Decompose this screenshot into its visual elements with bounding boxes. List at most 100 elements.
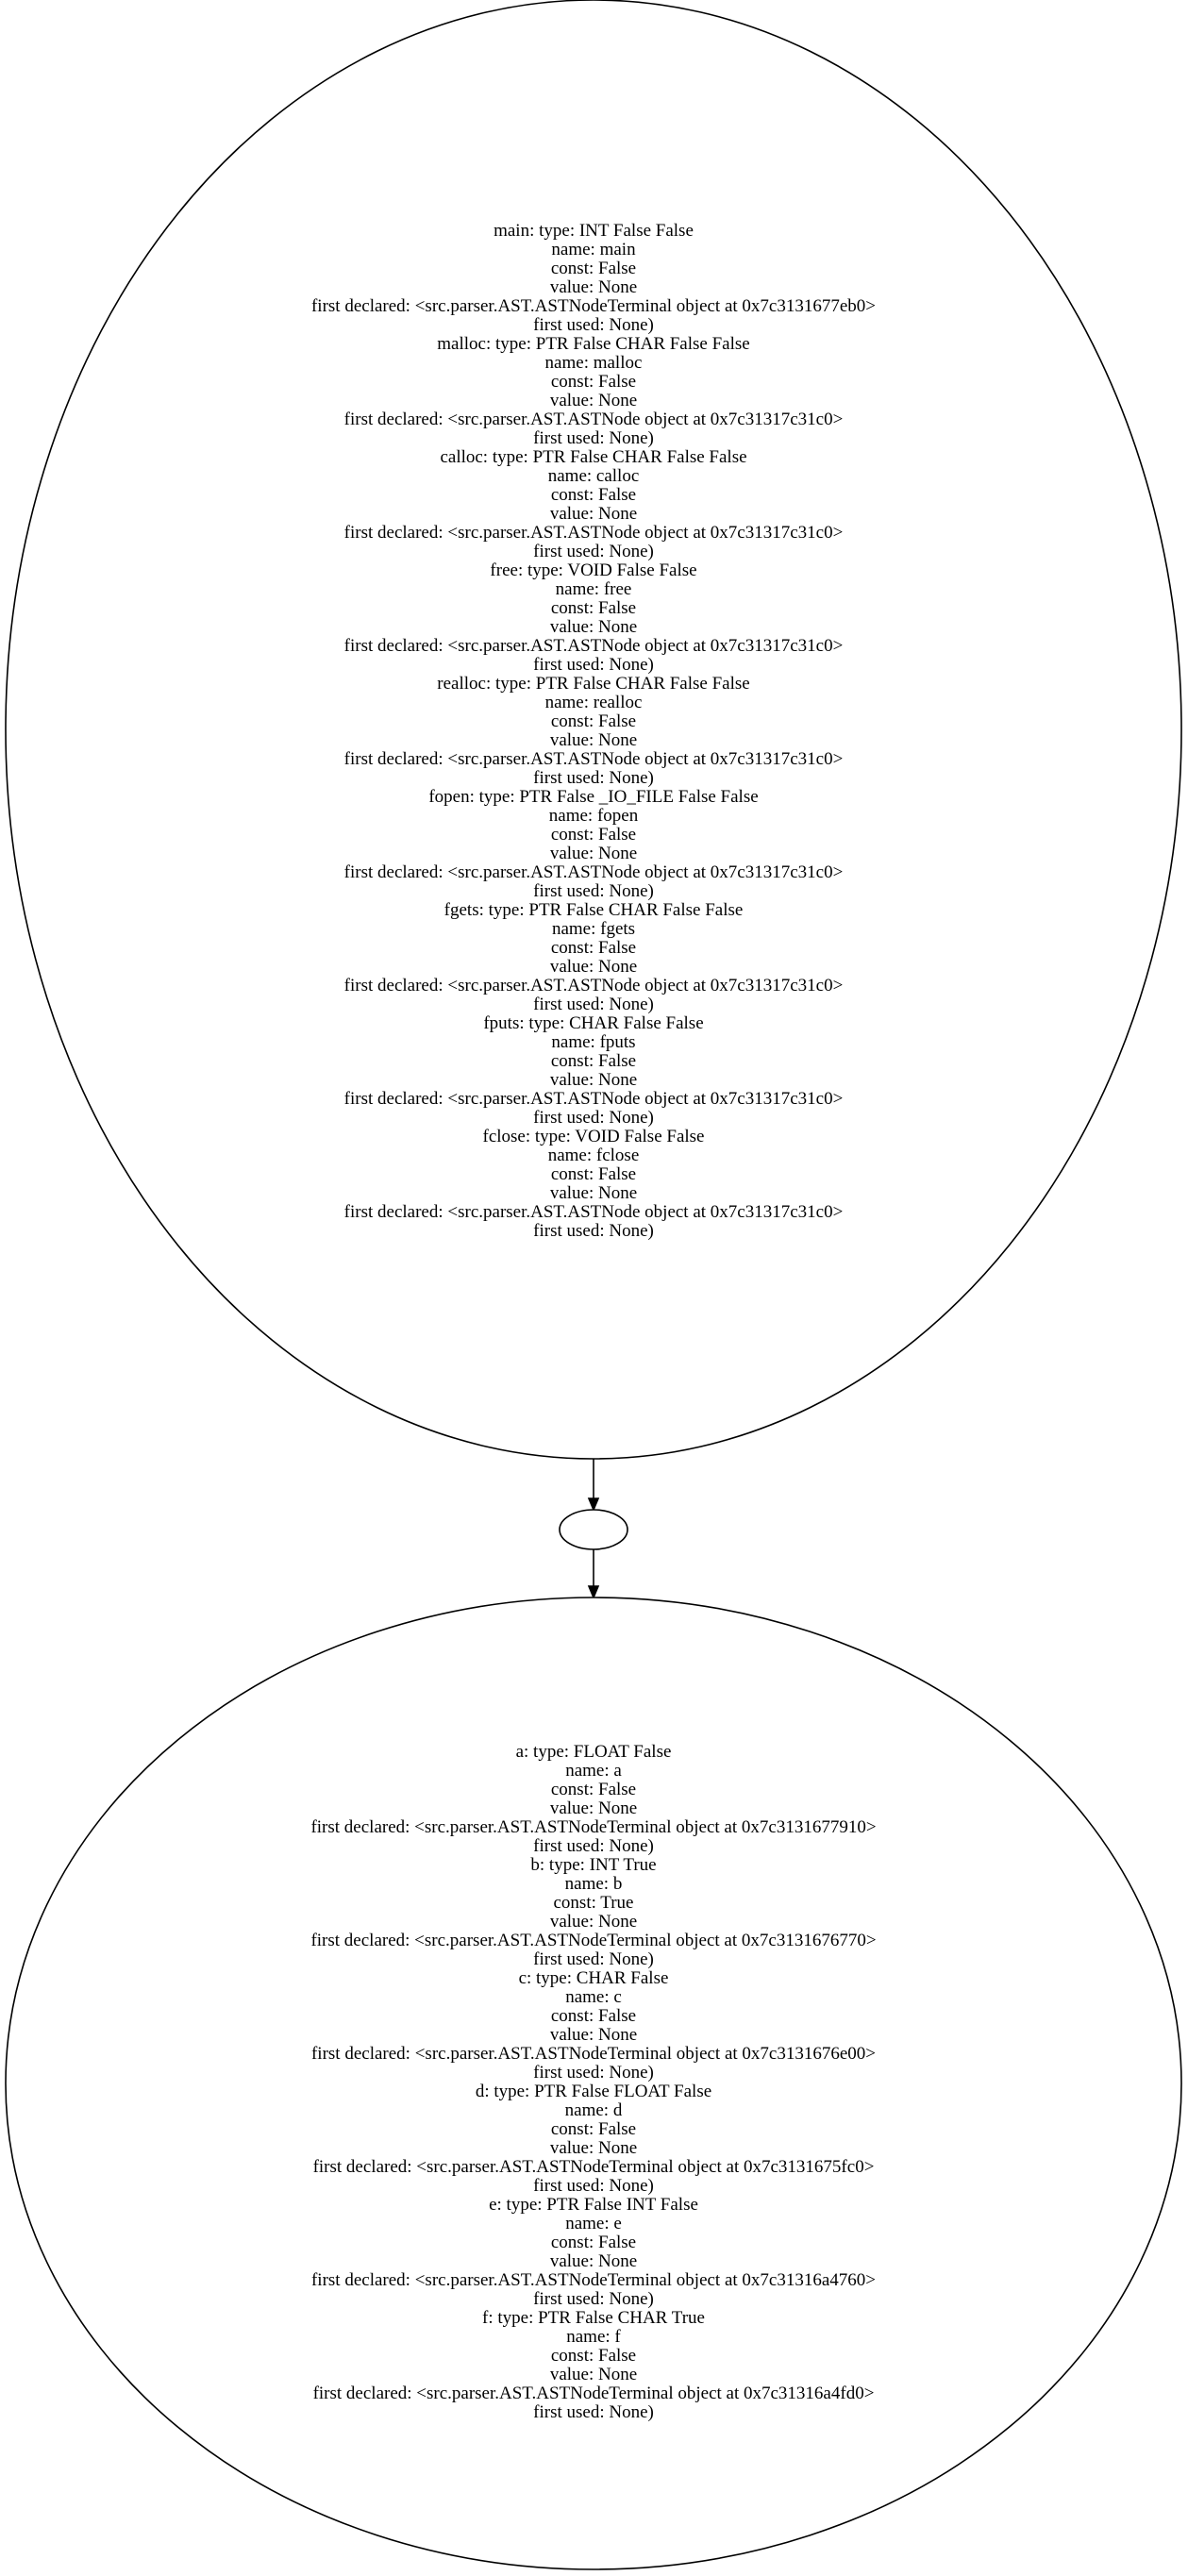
symbol-entry-line: value: None	[550, 1070, 637, 1090]
symbol-entry-line: first declared: <src.parser.AST.ASTNodeT…	[310, 1817, 876, 1837]
symbol-entry-line: first declared: <src.parser.AST.ASTNodeT…	[313, 2384, 875, 2403]
symbol-entry-line: d: type: PTR False FLOAT False	[476, 2082, 711, 2101]
symbol-entry-line: fputs: type: CHAR False False	[483, 1013, 703, 1033]
symbol-entry-line: name: fgets	[552, 919, 635, 939]
symbol-entry-line: first declared: <src.parser.AST.ASTNodeT…	[313, 2157, 875, 2177]
symbol-entry-line: first used: None)	[533, 2289, 654, 2309]
symbol-entry-line: name: f	[566, 2327, 621, 2347]
symbol-entry-line: calloc: type: PTR False CHAR False False	[440, 447, 746, 467]
symbol-entry-line: first used: None)	[533, 428, 654, 448]
edges-layer	[587, 1459, 600, 1600]
symbol-entry-line: name: fopen	[549, 806, 639, 826]
symbol-entry-line: const: False	[551, 2006, 636, 2026]
symbol-entry-line: value: None	[550, 957, 637, 977]
symbol-entry-line: value: None	[550, 391, 637, 410]
symbol-entry-line: value: None	[550, 1798, 637, 1818]
scope-node-ellipse	[5, 1597, 1182, 2570]
symbol-entry-line: value: None	[550, 844, 637, 863]
symbol-entry-line: name: main	[551, 240, 636, 259]
symbol-entry-line: const: True	[554, 1893, 634, 1913]
symbol-entry-line: first declared: <src.parser.AST.ASTNodeT…	[310, 1931, 876, 1950]
symbol-entry-line: name: realloc	[545, 693, 643, 712]
symbol-entry-line: name: calloc	[548, 466, 640, 486]
symbol-entry-line: value: None	[550, 1183, 637, 1203]
symbol-entry-line: value: None	[550, 730, 637, 750]
symbol-entry-line: fopen: type: PTR False _IO_FILE False Fa…	[428, 787, 758, 807]
symbol-entry-line: const: False	[551, 372, 636, 392]
symbol-entry-line: first declared: <src.parser.AST.ASTNode …	[344, 1089, 844, 1109]
symbol-entry-line: first declared: <src.parser.AST.ASTNode …	[344, 410, 844, 429]
symbol-entry-line: name: free	[556, 579, 632, 599]
symbol-entry-line: const: False	[551, 485, 636, 505]
symbol-entry-line: f: type: PTR False CHAR True	[482, 2308, 705, 2328]
symbol-entry-line: value: None	[550, 2365, 637, 2384]
symbol-entry-line: name: c	[565, 1987, 622, 2007]
symbol-entry-line: first used: None)	[533, 768, 654, 788]
symbol-entry-line: first used: None)	[533, 881, 654, 901]
symbol-entry-line: const: False	[551, 2119, 636, 2139]
symbol-entry-line: first declared: <src.parser.AST.ASTNode …	[344, 1202, 844, 1222]
symbol-entry-line: value: None	[550, 2138, 637, 2158]
edge-global-scope-to-empty-scope	[587, 1459, 600, 1513]
symbol-entry-line: const: False	[551, 2233, 636, 2252]
symbol-entry-line: const: False	[551, 1051, 636, 1071]
symbol-entry-line: first declared: <src.parser.AST.ASTNode …	[344, 862, 844, 882]
symbol-entry-line: first used: None)	[533, 1949, 654, 1969]
symbol-entry-line: name: fputs	[551, 1032, 635, 1052]
symbol-entry-line: name: d	[565, 2100, 623, 2120]
symbol-entry-line: value: None	[550, 617, 637, 637]
symbol-entry-line: first used: None)	[533, 315, 654, 335]
symbol-entry-line: name: e	[565, 2214, 622, 2233]
symbol-entry-line: fgets: type: PTR False CHAR False False	[444, 900, 744, 920]
symbol-entry-line: const: False	[551, 825, 636, 845]
symbol-entry-line: value: None	[550, 504, 637, 524]
arrowhead-icon	[587, 1585, 600, 1600]
symbol-entry-line: value: None	[550, 1912, 637, 1932]
symbol-entry-line: value: None	[550, 277, 637, 297]
symbol-entry-line: first used: None)	[533, 2402, 654, 2422]
scope-node-ellipse	[5, 0, 1182, 1460]
symbol-entry-line: first used: None)	[533, 995, 654, 1014]
scope-node-empty-scope	[559, 1509, 628, 1550]
symbol-entry-line: const: False	[551, 259, 636, 278]
symbol-entry-line: first declared: <src.parser.AST.ASTNode …	[344, 976, 844, 995]
symbol-entry-line: name: a	[565, 1761, 622, 1781]
symbol-entry-line: value: None	[550, 2025, 637, 2045]
symbol-entry-line: c: type: CHAR False	[519, 1968, 669, 1988]
edge-empty-scope-to-local-scope	[587, 1549, 600, 1600]
symbol-entry-line: malloc: type: PTR False CHAR False False	[437, 334, 749, 354]
symbol-entry-line: first declared: <src.parser.AST.ASTNodeT…	[311, 296, 876, 316]
symbol-entry-line: main: type: INT False False	[494, 221, 694, 241]
symbol-entry-line: first used: None)	[533, 2176, 654, 2196]
symbol-entry-line: first used: None)	[533, 542, 654, 561]
symbol-entry-line: const: False	[551, 711, 636, 731]
symbol-entry-line: first declared: <src.parser.AST.ASTNode …	[344, 749, 844, 769]
symbol-entry-line: first declared: <src.parser.AST.ASTNodeT…	[311, 2270, 876, 2290]
scope-node-ellipse	[559, 1509, 628, 1550]
symbol-entry-line: name: malloc	[545, 353, 643, 373]
symbol-entry-line: const: False	[551, 1164, 636, 1184]
symbol-entry-line: first used: None)	[533, 655, 654, 675]
symbol-entry-line: realloc: type: PTR False CHAR False Fals…	[437, 674, 749, 694]
symbol-entry-line: name: fclose	[548, 1146, 640, 1165]
symbol-entry-line: free: type: VOID False False	[490, 560, 696, 580]
symbol-entry-line: const: False	[551, 2346, 636, 2366]
symbol-entry-line: a: type: FLOAT False	[516, 1742, 672, 1762]
symbol-entry-line: first used: None)	[533, 2063, 654, 2083]
symbol-entry-line: first used: None)	[533, 1221, 654, 1241]
symbol-entry-line: first declared: <src.parser.AST.ASTNode …	[344, 636, 844, 656]
symbol-entry-line: value: None	[550, 2251, 637, 2271]
symbol-entry-line: fclose: type: VOID False False	[483, 1127, 705, 1146]
symbol-entry-line: const: False	[551, 938, 636, 958]
symbol-entry-line: e: type: PTR False INT False	[489, 2195, 698, 2215]
symbol-entry-line: first declared: <src.parser.AST.ASTNodeT…	[311, 2044, 876, 2064]
symbol-entry-line: const: False	[551, 598, 636, 618]
symbol-entry-line: b: type: INT True	[530, 1855, 656, 1875]
arrowhead-icon	[587, 1497, 600, 1513]
symbol-entry-line: first used: None)	[533, 1108, 654, 1128]
symbol-entry-line: first declared: <src.parser.AST.ASTNode …	[344, 523, 844, 543]
